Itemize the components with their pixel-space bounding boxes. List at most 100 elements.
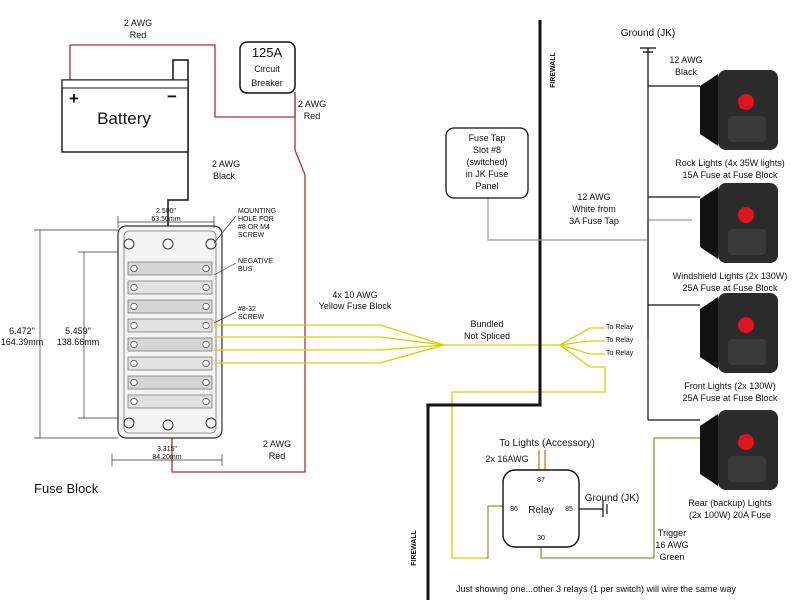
label-wire-top-gauge: 2 AWG [124,18,152,28]
dim-left-mm: 164.39mm [1,337,44,347]
label-not-spliced: Not Spliced [464,331,510,341]
fuse-terminal-screw [202,378,210,386]
breaker-line2: Breaker [251,78,283,88]
fuse-slot [127,337,213,352]
battery: + − Battery [61,79,189,153]
label-black-gauge: 12 AWG [669,55,702,65]
switch-terminals [700,187,718,259]
relay-label: Relay [528,505,554,516]
dim-bottom-mm: 84.20mm [152,454,181,461]
battery-label: Battery [97,109,151,128]
rocker-switch-4[interactable]: Rear (backup) Lights(2x 100W) 20A Fuse [688,410,778,520]
fuse-terminal-screw [130,302,138,310]
label-trigger: Trigger [658,528,686,538]
firewall-label-top: FIREWALL [550,51,557,87]
callout-mounting-4: SCREW [238,232,264,239]
fuse-slot [127,375,213,390]
relay-pin-86: 86 [510,506,518,513]
yellow-wires [214,324,606,559]
fuse-slot [127,299,213,314]
label-yellow-name: Yellow Fuse Block [319,301,392,311]
fuse-terminal-screw [130,397,138,405]
ground-top-label: Ground (JK) [621,28,675,39]
label-black-color: Black [675,67,698,77]
fuse-tap-line-3: (switched) [466,157,507,167]
switch-rocker [728,229,766,255]
switch-terminals [700,297,718,369]
fuse-terminal-screw [202,302,210,310]
switch-label-line: Rear (backup) Lights [688,498,772,508]
rocker-switch-3[interactable]: Front Lights (2x 130W)25A Fuse at Fuse B… [682,293,778,403]
label-trigger-color: Green [659,552,684,562]
to-relay-2: To Relay [606,337,634,344]
fuse-terminal-screw [130,359,138,367]
label-wire-negative-gauge: 2 AWG [212,159,240,169]
switch-rocker [728,116,766,142]
battery-minus: − [167,87,177,106]
dim-width-in: 2.500" [156,208,177,215]
label-to-lights: To Lights (Accessory) [499,438,595,449]
relay-ground-label: Ground (JK) [585,493,639,504]
label-trigger-gauge: 16 AWG [655,540,688,550]
footer-note: Just showing one...other 3 relays (1 per… [456,584,737,594]
switch-label-line: Windshield Lights (2x 130W) [673,271,788,281]
relay-box: Relay 87 86 85 30 [502,469,580,548]
callout-negative-1: NEGATIVE [238,258,273,265]
fuse-block [117,225,223,439]
switch-indicator-lamp [738,207,754,223]
fuse-terminal-screw [130,321,138,329]
fuse-terminal-screw [130,340,138,348]
dim-inner-in: 5.459" [65,326,91,336]
label-to-lights-gauge: 2x 16AWG [485,454,528,464]
relay-pin-85: 85 [565,506,573,513]
callout-screw-2: SCREW [238,314,264,321]
dimension-lines [34,216,223,466]
label-white-from: White from [572,204,616,214]
dim-left-in: 6.472" [9,326,35,336]
dim-bottom-in: 3.315" [157,446,178,453]
black-ground-bus [647,85,700,421]
fuse-slot [127,280,213,295]
label-white-fuse: 3A Fuse Tap [569,216,619,226]
label-yellow-gauge: 4x 10 AWG [332,290,377,300]
callout-mounting-1: MOUNTING [238,208,276,215]
switch-indicator-lamp [738,317,754,333]
label-bundled: Bundled [470,319,503,329]
circuit-breaker: 125A Circuit Breaker [239,41,296,94]
fuse-block-caption: Fuse Block [34,481,99,496]
switch-terminals [700,414,718,486]
switch-group: Rock Lights (4x 35W lights)15A Fuse at F… [673,70,788,520]
fuse-slot [127,261,213,276]
fuse-terminal-screw [130,264,138,272]
fuse-tap-line-4: in JK Fuse [466,169,509,179]
switch-label-line: 15A Fuse at Fuse Block [682,170,778,180]
fuse-terminal-screw [202,340,210,348]
callout-leaders [213,215,237,324]
label-wire-bottom-gauge: 2 AWG [263,439,291,449]
callout-screw-1: #8-32 [238,306,256,313]
callout-mounting-2: HOLE FOR [238,216,274,223]
fuse-terminal-screw [202,321,210,329]
callout-mounting-3: #8 OR M4 [238,224,270,231]
fuse-terminal-screw [202,397,210,405]
breaker-line1: Circuit [254,64,280,74]
switch-indicator-lamp [738,94,754,110]
fuse-tap-line-5: Panel [475,181,498,191]
dim-width-mm: 63.50mm [151,216,180,223]
fuse-terminal-screw [130,283,138,291]
ground-top-symbol [640,47,656,86]
fuse-tap-line-2: Slot #8 [473,145,501,155]
firewall-label-bottom: FIREWALL [411,529,418,565]
firewall-line [426,20,542,600]
switch-terminals [700,74,718,146]
battery-plus: + [69,89,79,108]
rocker-switch-2[interactable]: Windshield Lights (2x 130W)25A Fuse at F… [673,183,788,293]
relay-pin-87: 87 [537,477,545,484]
switch-label-line: 25A Fuse at Fuse Block [682,393,778,403]
rocker-switch-1[interactable]: Rock Lights (4x 35W lights)15A Fuse at F… [675,70,785,180]
switch-rocker [728,339,766,365]
label-wire-bottom-color: Red [269,451,286,461]
label-wire-top-color: Red [130,30,147,40]
dim-inner-mm: 138.66mm [57,337,100,347]
